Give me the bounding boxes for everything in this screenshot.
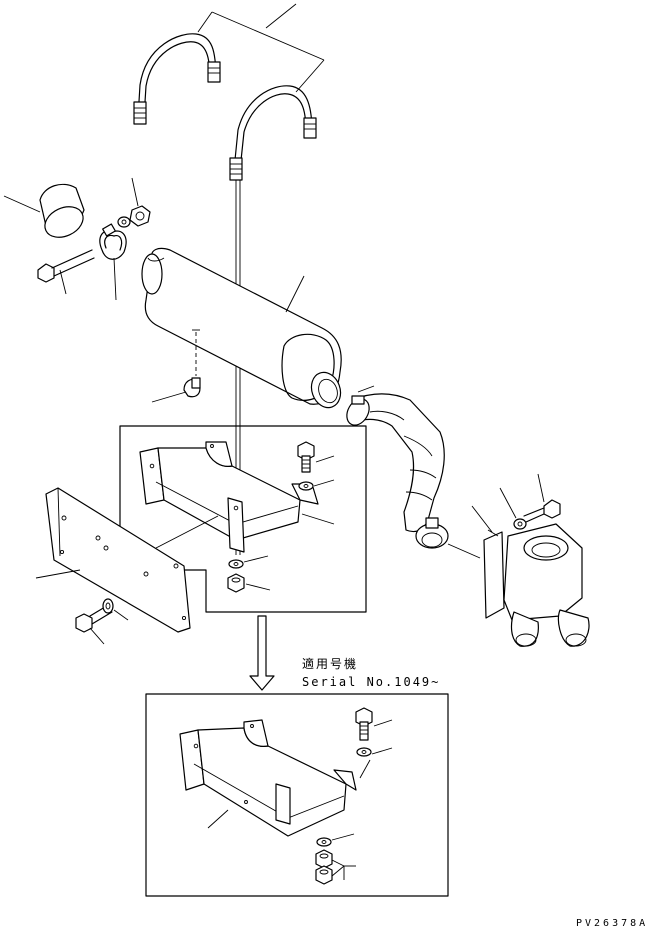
revised-nut-lower — [315, 865, 333, 885]
revised-bracket — [179, 719, 357, 837]
muffler-stud — [151, 329, 201, 403]
revised-nut-leader — [331, 859, 356, 880]
bracket-washer-lower — [228, 555, 269, 569]
muffler — [141, 247, 342, 409]
bracket-bolt — [297, 441, 335, 473]
plate-washer — [102, 598, 129, 621]
bracket-nut-lower — [227, 573, 271, 593]
cover-plate — [35, 487, 191, 633]
revision-arrow — [249, 615, 275, 691]
bolt-clamp — [37, 249, 95, 295]
nut — [129, 177, 151, 227]
bracket-washer-upper — [298, 479, 335, 491]
flex-pipe-clamp-lower — [415, 517, 481, 559]
revised-washer-upper — [356, 747, 393, 779]
strap-leader — [197, 3, 325, 93]
applicability-serial: Serial No.1049~ — [302, 675, 440, 689]
pipe-clamp — [99, 223, 127, 301]
washer-small — [117, 216, 131, 228]
revised-washer-lower — [316, 833, 355, 847]
revised-bolt — [355, 707, 393, 741]
revised-nut-upper — [315, 849, 333, 869]
outlet-housing — [471, 505, 590, 647]
figure-code: PV26378A — [576, 918, 648, 929]
muffler-bracket — [139, 441, 335, 553]
detail-frame-revised — [145, 693, 449, 897]
flex-pipe-clamp-upper — [346, 395, 370, 426]
applicability-label-jp: 適用号機 — [302, 656, 358, 671]
u-bolt-strap-rear — [133, 33, 221, 125]
bolt-housing — [523, 473, 561, 523]
tail-pipe-elbow — [3, 183, 85, 238]
u-bolt-strap-front — [229, 85, 317, 181]
washer-housing — [499, 487, 527, 530]
